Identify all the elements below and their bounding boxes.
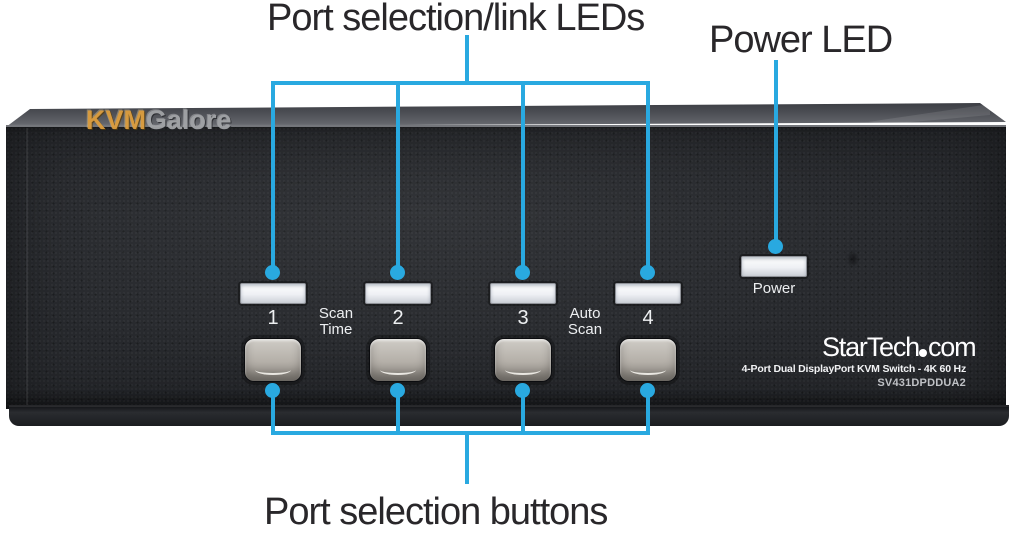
brand-name: StarTech [822, 332, 920, 362]
brand-logo-dot-icon [918, 349, 927, 357]
button-highlight [380, 365, 416, 375]
led-callout-line-3 [521, 81, 525, 272]
auto-scan-line2: Scan [567, 321, 603, 338]
power-callout-dot [768, 239, 783, 254]
port-led-2 [365, 283, 431, 304]
port-select-button-3 [494, 338, 552, 382]
led-callout-dot-2 [390, 265, 405, 280]
port-select-button-1 [244, 338, 302, 382]
led-callout-dot-1 [265, 265, 280, 280]
auto-scan-label: Auto Scan [545, 306, 625, 338]
button-callout-line-4 [646, 390, 650, 435]
power-led-label: Power [752, 280, 796, 297]
port-leds-annotation-label: Port selection/link LEDs [267, 0, 645, 39]
device-base [9, 405, 1009, 426]
port-led-4 [615, 283, 681, 304]
button-highlight [505, 365, 541, 375]
scan-time-line1: Scan [318, 305, 354, 322]
kvmgalore-watermark: KVMGalore [86, 105, 232, 135]
port-led-3 [490, 283, 556, 304]
port-buttons-annotation-label: Port selection buttons [264, 491, 608, 533]
button-callout-line-3 [521, 390, 525, 435]
button-callout-line-2 [396, 390, 400, 435]
button-callout-line-1 [271, 390, 275, 435]
button-bracket-stem [465, 431, 469, 484]
button-callout-dot-4 [640, 383, 655, 398]
led-callout-line-1 [271, 81, 275, 272]
model-number: SV431DPDDUA2 [877, 377, 966, 389]
port-number-label-3: 3 [517, 307, 529, 329]
port-number-label-1: 1 [267, 307, 279, 329]
port-select-button-2 [369, 338, 427, 382]
product-name: 4-Port Dual DisplayPort KVM Switch - 4K … [741, 363, 967, 375]
power-callout-line [774, 60, 778, 246]
button-highlight [630, 365, 666, 375]
led-bracket-bar [271, 81, 650, 85]
power-led [741, 256, 807, 277]
led-callout-dot-4 [640, 265, 655, 280]
button-callout-dot-2 [390, 383, 405, 398]
port-select-button-4 [619, 338, 677, 382]
panel-smudge [847, 251, 859, 267]
button-bracket-bar [271, 431, 650, 435]
power-led-annotation-label: Power LED [709, 19, 893, 61]
led-callout-line-4 [646, 81, 650, 272]
port-number-label-4: 4 [642, 307, 654, 329]
button-highlight [255, 365, 291, 375]
led-callout-line-2 [396, 81, 400, 272]
auto-scan-line1: Auto [569, 305, 601, 322]
watermark-kvm: KVM [86, 105, 146, 135]
watermark-galore: Galore [146, 105, 232, 135]
scan-time-line2: Time [319, 321, 353, 338]
button-callout-dot-3 [515, 383, 530, 398]
device-edge-highlight [26, 128, 28, 406]
port-number-label-2: 2 [392, 307, 404, 329]
led-callout-dot-3 [515, 265, 530, 280]
button-callout-dot-1 [265, 383, 280, 398]
led-bracket-stem [465, 35, 469, 85]
port-led-1 [240, 283, 306, 304]
scan-time-label: Scan Time [296, 306, 376, 338]
brand-tld: com [927, 332, 977, 362]
